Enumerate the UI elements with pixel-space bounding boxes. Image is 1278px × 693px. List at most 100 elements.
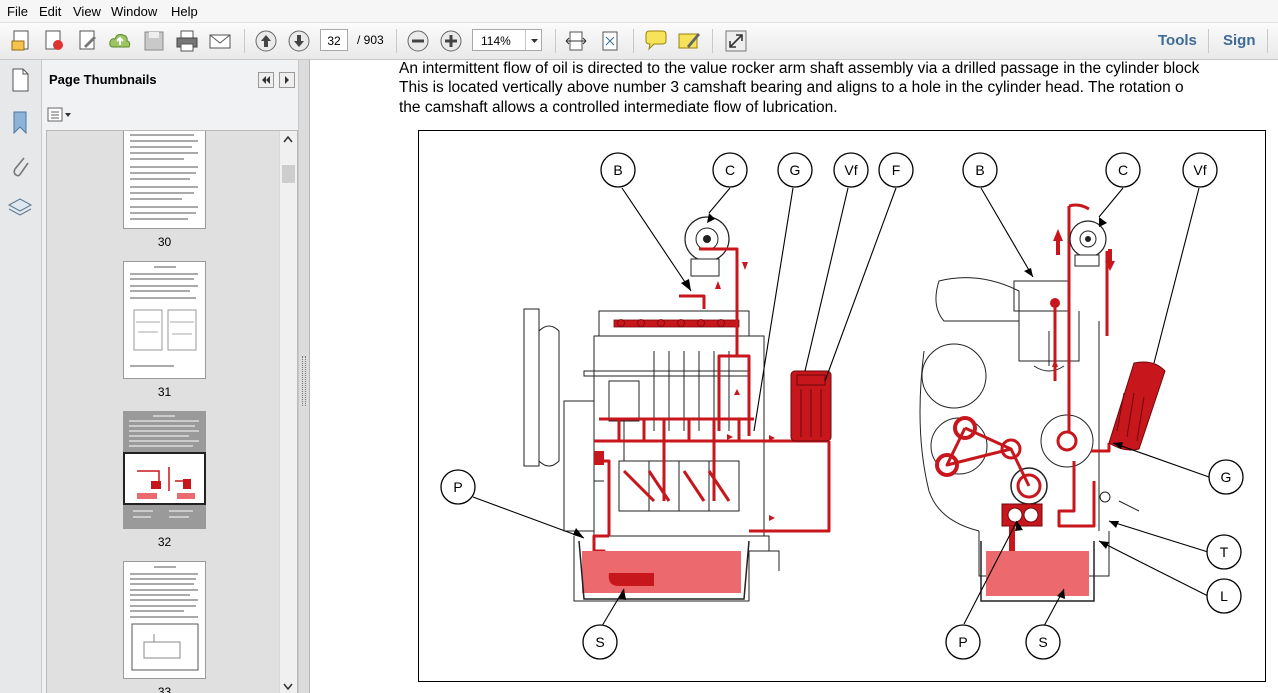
- tools-button[interactable]: Tools: [1158, 32, 1197, 49]
- svg-text:S: S: [1038, 634, 1047, 650]
- thumbnail-options-icon[interactable]: [46, 106, 74, 124]
- callout-left-c: C: [712, 152, 748, 188]
- svg-text:G: G: [1221, 469, 1232, 485]
- toolbar-separator: [396, 29, 397, 53]
- paperclip-icon[interactable]: [7, 152, 33, 180]
- callout-right-c: C: [1105, 152, 1141, 188]
- callout-right-g: G: [1208, 459, 1244, 495]
- edit-pdf-icon[interactable]: [75, 28, 101, 54]
- left-turbo: [684, 216, 730, 277]
- thumbnail-page-33[interactable]: [123, 561, 206, 679]
- svg-text:T: T: [1220, 544, 1229, 560]
- left-oil-sump: [578, 540, 750, 600]
- zoom-dropdown[interactable]: [525, 30, 543, 50]
- email-icon[interactable]: [207, 28, 233, 54]
- thumbnail-preview: [130, 266, 198, 367]
- create-pdf-icon[interactable]: [9, 28, 35, 54]
- document-text-line: the camshaft allows a controlled interme…: [399, 99, 838, 116]
- fit-width-icon[interactable]: [563, 28, 589, 54]
- save-icon[interactable]: [141, 28, 167, 54]
- callout-left-f: F: [878, 152, 914, 188]
- svg-text:Vf: Vf: [844, 162, 857, 178]
- scrollbar-thumb[interactable]: [282, 165, 295, 183]
- thumbnail-list: 30 31: [46, 130, 298, 693]
- callout-left-g: G: [777, 152, 813, 188]
- thumbnail-label: 33: [157, 685, 172, 693]
- highlight-icon[interactable]: [676, 28, 702, 54]
- toolbar-separator: [633, 29, 634, 53]
- toolbar-separator: [712, 29, 713, 53]
- zoom-out-icon[interactable]: [405, 28, 431, 54]
- thumbnail-page-30[interactable]: [123, 131, 206, 229]
- thumbnail-label: 32: [157, 535, 172, 549]
- document-text-line: An intermittent flow of oil is directed …: [399, 60, 1200, 77]
- scroll-up-icon[interactable]: [283, 135, 293, 143]
- callout-right-s: S: [1025, 624, 1061, 660]
- print-icon[interactable]: [174, 28, 200, 54]
- thumbnail-scrollbar[interactable]: [279, 131, 297, 693]
- svg-text:P: P: [453, 479, 462, 495]
- right-turbo: [1069, 220, 1107, 267]
- svg-text:C: C: [1118, 162, 1128, 178]
- callout-left-s: S: [582, 624, 618, 660]
- zoom-in-icon[interactable]: [438, 28, 464, 54]
- callout-left-p: P: [440, 469, 476, 505]
- layers-icon[interactable]: [6, 194, 34, 222]
- callout-left-b: B: [600, 152, 636, 188]
- menu-view[interactable]: View: [73, 4, 101, 19]
- menu-help[interactable]: Help: [171, 4, 198, 19]
- right-oil-filter: [1108, 361, 1166, 451]
- next-page-icon[interactable]: [286, 28, 312, 54]
- svg-text:F: F: [892, 162, 901, 178]
- zoom-select[interactable]: 114%: [472, 29, 542, 51]
- fit-page-icon[interactable]: [597, 28, 623, 54]
- right-oil-passages: [945, 203, 1111, 528]
- thumbnail-preview: [130, 134, 198, 220]
- sign-button[interactable]: Sign: [1223, 32, 1256, 49]
- thumbnail-page-31[interactable]: [123, 261, 206, 379]
- svg-text:L: L: [1220, 588, 1228, 604]
- left-engine-view: [523, 308, 780, 602]
- callout-right-l: L: [1206, 578, 1242, 614]
- right-oil-sump: [980, 541, 1095, 602]
- svg-text:G: G: [790, 162, 801, 178]
- svg-text:P: P: [958, 634, 967, 650]
- page-thumbnails-icon[interactable]: [7, 66, 33, 94]
- thumbnail-preview: [130, 566, 199, 671]
- collapse-panel-icon[interactable]: [258, 72, 274, 88]
- callout-left-vf: Vf: [833, 152, 869, 188]
- thumbnails-title: Page Thumbnails: [49, 72, 157, 87]
- expand-icon[interactable]: [723, 28, 749, 54]
- upload-cloud-icon[interactable]: [107, 28, 133, 54]
- previous-page-icon[interactable]: [253, 28, 279, 54]
- panel-splitter[interactable]: [298, 60, 310, 693]
- expand-panel-icon[interactable]: [279, 72, 295, 88]
- callout-right-b: B: [962, 152, 998, 188]
- thumbnails-panel: Page Thumbnails 30: [42, 60, 298, 693]
- toolbar-separator: [244, 29, 245, 53]
- splitter-grip: [302, 356, 306, 406]
- svg-text:B: B: [975, 162, 984, 178]
- scroll-down-icon[interactable]: [283, 683, 293, 691]
- comment-icon[interactable]: [643, 28, 669, 54]
- menu-window[interactable]: Window: [111, 4, 158, 19]
- bookmarks-icon[interactable]: [7, 108, 33, 136]
- svg-text:S: S: [595, 634, 604, 650]
- thumbnail-label: 30: [157, 235, 172, 249]
- left-oil-passages: [592, 247, 831, 571]
- export-pdf-icon[interactable]: [41, 28, 67, 54]
- document-text-line: This is located vertically above number …: [399, 79, 1184, 96]
- page-number-input[interactable]: 32: [320, 29, 348, 51]
- lubrication-diagram-drawing: B C G Vf F P S B C Vf G T L P S: [440, 152, 1244, 660]
- callout-right-vf: Vf: [1182, 152, 1218, 188]
- thumbnail-page-32-selected[interactable]: [123, 411, 206, 529]
- svg-text:B: B: [613, 162, 622, 178]
- menu-file[interactable]: File: [7, 4, 28, 19]
- navigation-pane: [0, 60, 42, 693]
- chevron-down-icon: [531, 39, 538, 43]
- menu-edit[interactable]: Edit: [39, 4, 62, 19]
- lubrication-diagram: B C G Vf F P S B C Vf G T L P S: [418, 130, 1266, 682]
- page-total: / 903: [357, 33, 384, 47]
- svg-text:Vf: Vf: [1193, 162, 1206, 178]
- zoom-value: 114%: [481, 34, 511, 48]
